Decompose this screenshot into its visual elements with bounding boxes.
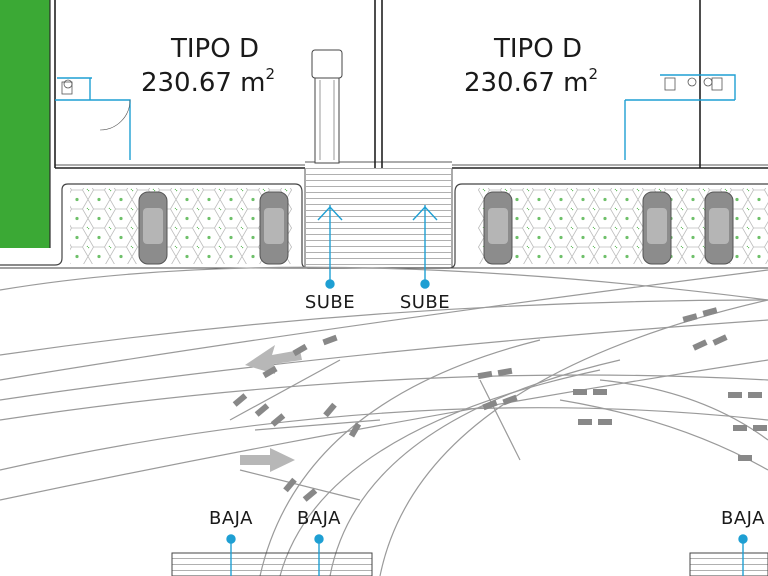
road-lines <box>0 266 768 576</box>
bathroom-right <box>624 74 736 160</box>
road-vehicle <box>728 392 742 398</box>
road-vehicle <box>702 307 718 317</box>
traffic-arrows <box>240 345 302 472</box>
parked-cars <box>138 191 734 265</box>
road-vehicle <box>738 455 752 461</box>
road-vehicle <box>477 370 493 380</box>
ramp-stairs <box>306 168 451 266</box>
ramp-label-sube-1: SUBE <box>305 292 355 313</box>
road-vehicle <box>502 394 518 406</box>
road-vehicle <box>292 343 308 357</box>
road-vehicle <box>573 389 587 395</box>
road-vehicle <box>348 422 362 438</box>
road-vehicle <box>482 399 498 411</box>
ramp-label-baja-1: BAJA <box>209 508 253 529</box>
parked-car <box>138 191 168 265</box>
road-vehicle <box>733 425 747 431</box>
bathroom-left <box>55 77 131 160</box>
road-vehicle <box>692 339 708 351</box>
parked-car <box>704 191 734 265</box>
unit-area-left: 230.67 m2 <box>141 65 275 98</box>
label-markers <box>226 205 748 576</box>
road-vehicle <box>497 367 513 377</box>
unit-title-right: TIPO D <box>493 34 582 64</box>
road-vehicle <box>593 389 607 395</box>
road-vehicle <box>270 413 286 427</box>
unit-area-right: 230.67 m2 <box>464 65 598 98</box>
unit-title-left: TIPO D <box>170 34 259 64</box>
road-vehicle <box>323 402 337 418</box>
road-vehicle <box>302 488 318 502</box>
road-vehicle <box>232 393 248 407</box>
building-walls <box>54 0 768 169</box>
road-vehicle <box>682 313 698 323</box>
parked-car <box>259 191 289 265</box>
road-vehicle <box>748 392 762 398</box>
ramp-down-right <box>689 552 768 576</box>
ramp-label-baja-3: BAJA <box>721 508 765 529</box>
road-vehicle <box>283 477 297 493</box>
lawn-strip <box>0 0 50 248</box>
ramp-label-sube-2: SUBE <box>400 292 450 313</box>
ramp-label-baja-2: BAJA <box>297 508 341 529</box>
road-vehicle <box>322 334 338 346</box>
road-vehicle <box>598 419 612 425</box>
paver-zone-left <box>70 188 292 264</box>
road-vehicle <box>712 334 728 346</box>
parking-frame-left <box>0 183 768 269</box>
road-vehicle <box>578 419 592 425</box>
service-vehicle <box>311 49 343 164</box>
parked-car <box>642 191 672 265</box>
parked-car <box>483 191 513 265</box>
road-vehicle <box>753 425 767 431</box>
ramp-down-left <box>171 552 373 576</box>
road-vehicle <box>254 403 270 417</box>
road-vehicle <box>262 365 278 379</box>
road-vehicles <box>232 307 767 502</box>
